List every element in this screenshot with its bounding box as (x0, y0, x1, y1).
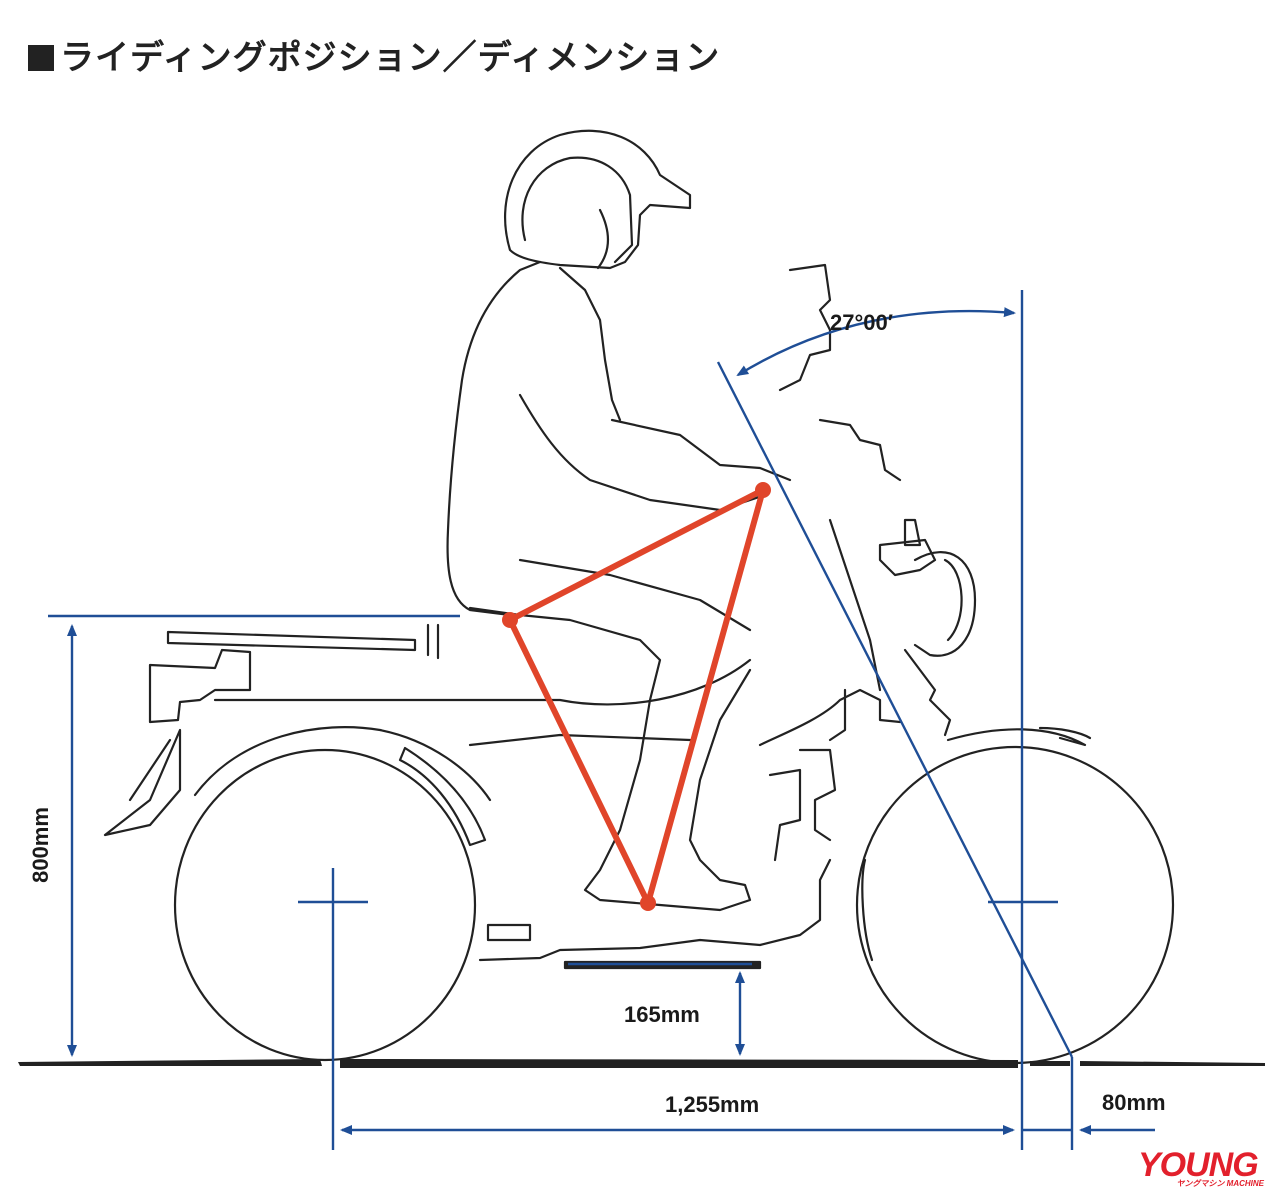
riding-position-triangle (502, 482, 771, 911)
rider-torso (446, 260, 542, 617)
title-text: ライディングポジション／ディメンション (60, 38, 721, 78)
hip-point (502, 612, 518, 628)
grip-point (755, 482, 771, 498)
trail-label: 80mm (1102, 1090, 1166, 1115)
helmet (503, 129, 692, 270)
rake-angle-arc (736, 307, 1016, 377)
ground-line (18, 1059, 1265, 1068)
rider-leg (468, 606, 752, 912)
steering-axis-line (716, 361, 1074, 1058)
ground-clearance-label: 165mm (624, 1002, 700, 1027)
seat-height-label: 800mm (28, 807, 53, 883)
footrest-point (640, 895, 656, 911)
diagram-title: ライディングポジション／ディメンション (28, 30, 720, 79)
motorcycle-outline (103, 263, 1175, 1065)
young-machine-logo: YOUNG ヤングマシン MACHINE (1138, 1148, 1268, 1192)
title-square-icon (28, 45, 54, 71)
logo-sub-text: ヤングマシン MACHINE (1176, 1179, 1264, 1188)
rake-angle-label: 27°00′ (830, 310, 893, 335)
logo-main-text: YOUNG (1138, 1146, 1259, 1184)
rider-outline (446, 129, 792, 912)
wheelbase-label: 1,255mm (665, 1092, 759, 1117)
rear-wheel (173, 748, 477, 1062)
front-wheel (855, 745, 1175, 1065)
